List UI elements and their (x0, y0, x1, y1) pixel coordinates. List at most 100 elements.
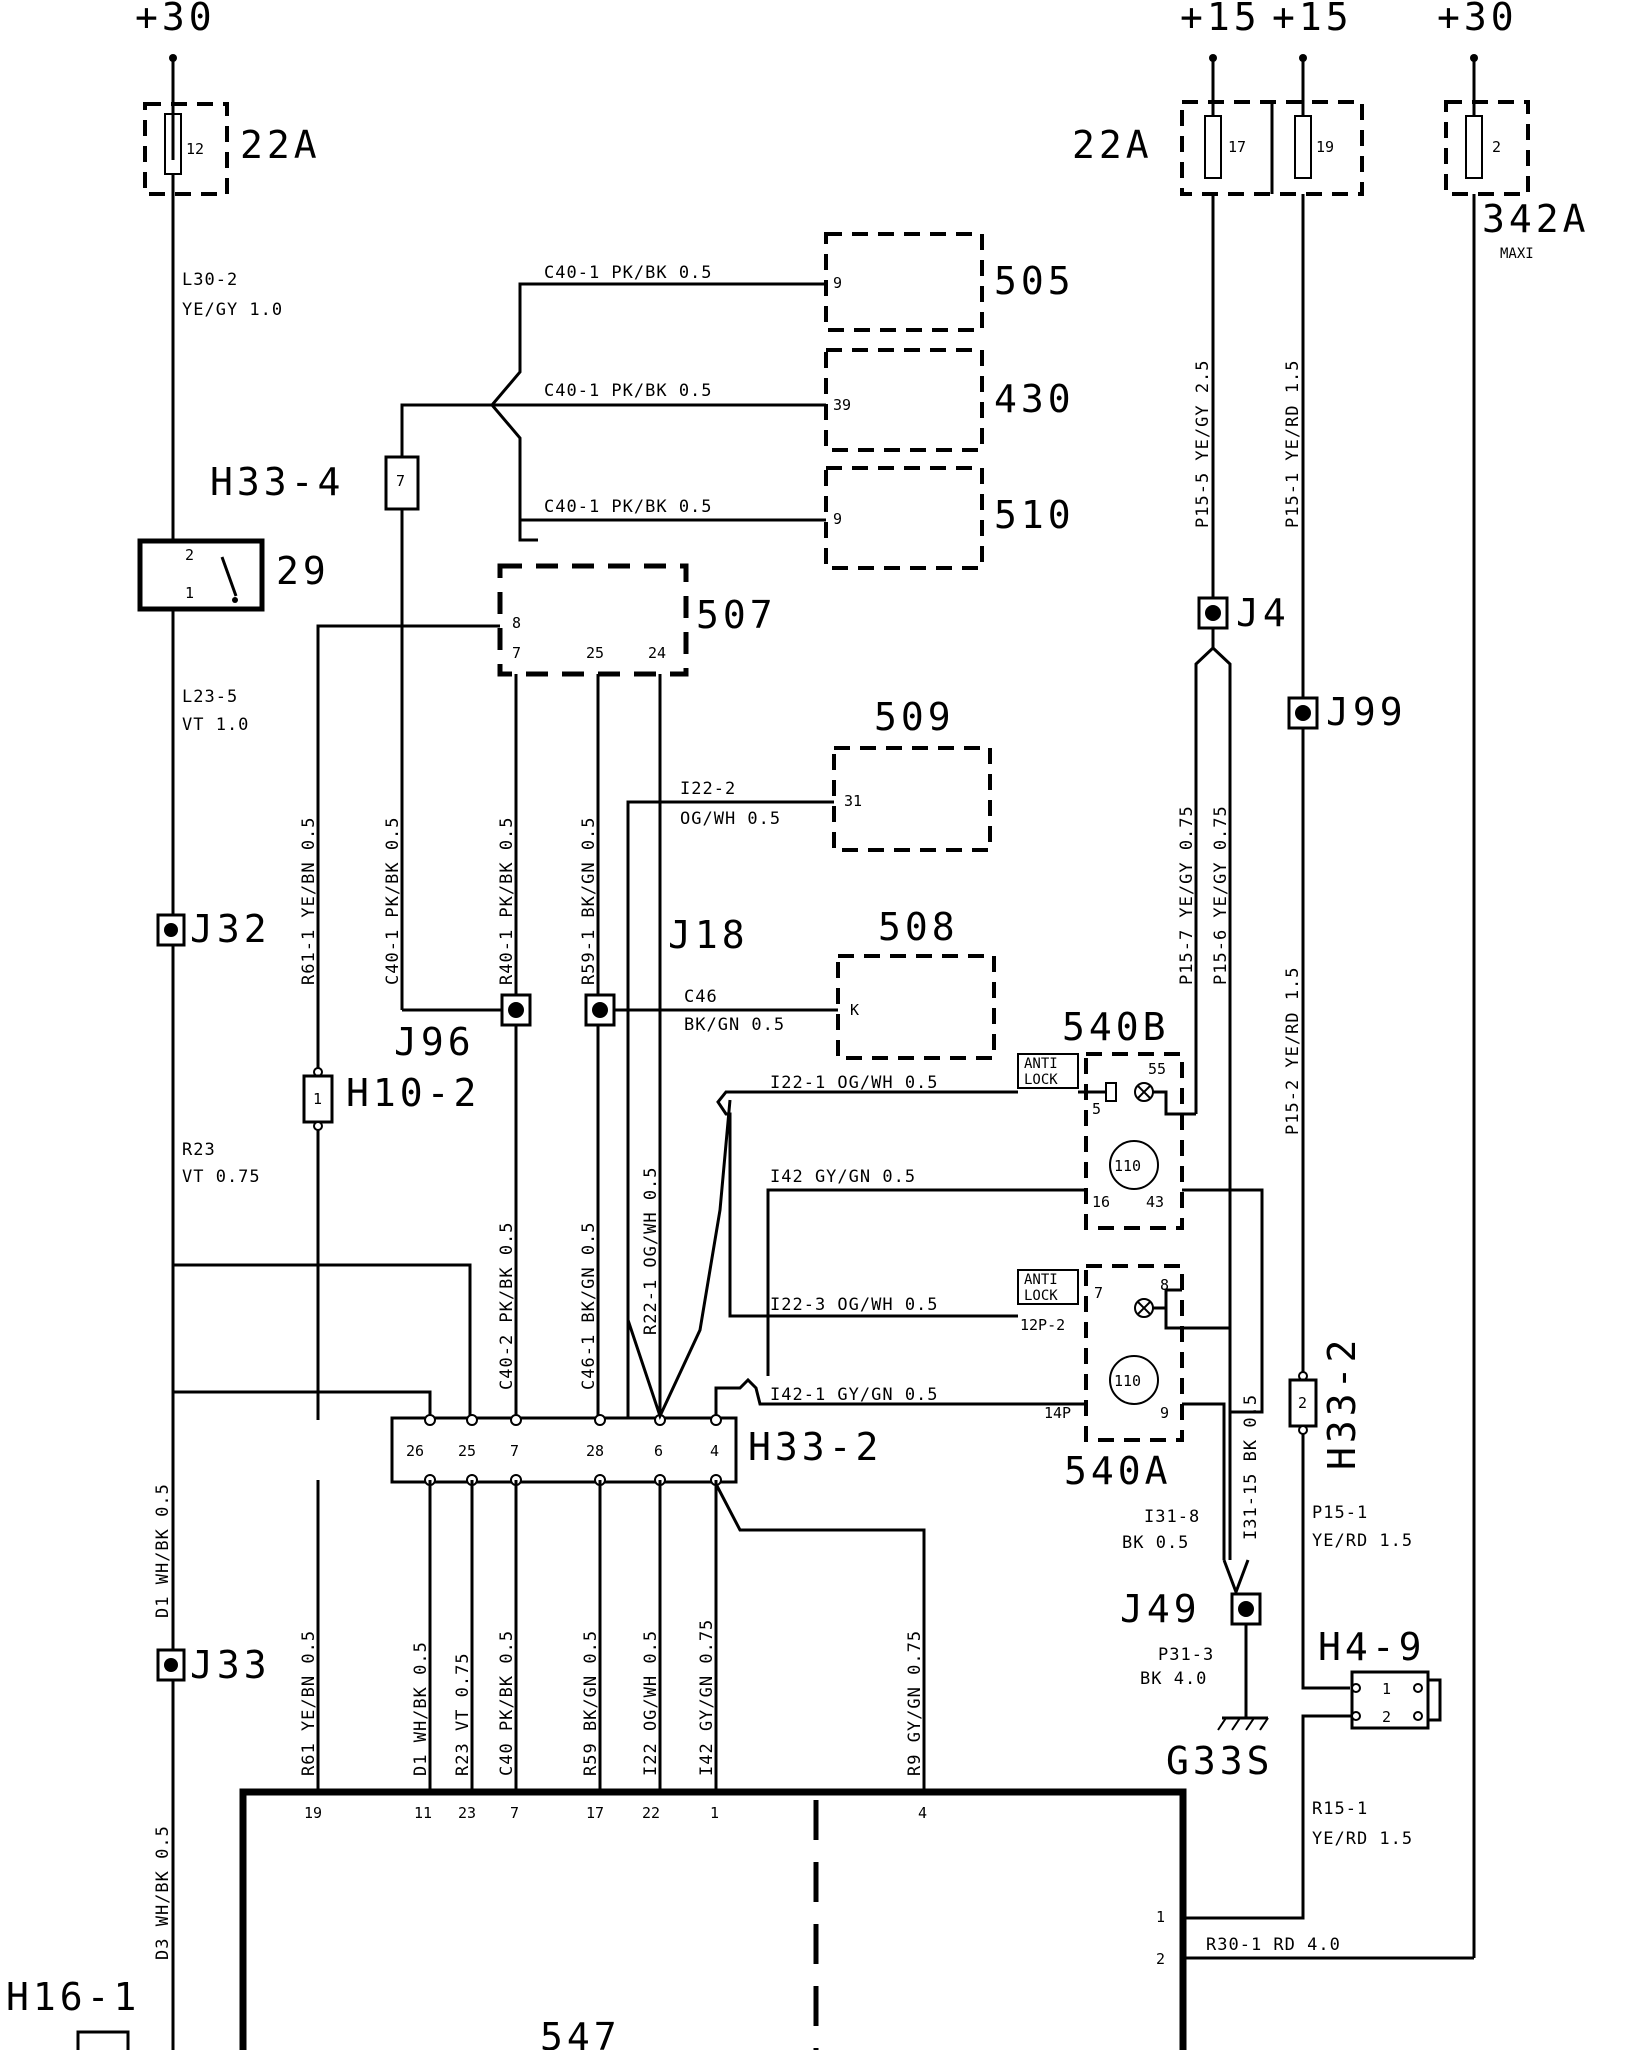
component-547-pin-22: 22 (642, 1804, 660, 1822)
wire-p15-2: P15-2 YE/RD 1.5 (1283, 966, 1303, 1135)
wire-i22-2-spec: OG/WH 0.5 (680, 809, 781, 829)
wire-bottom-i22: I22 OG/WH 0.5 (641, 1630, 661, 1776)
connector-h33-2v-label: H33-2 (1320, 1336, 1364, 1470)
junction-j32: J32 (156, 907, 271, 951)
wire-l30-2: L30-2 (182, 270, 238, 290)
wire-r15-1-spec: YE/RD 1.5 (1312, 1829, 1413, 1849)
component-540b-label: 540B (1062, 1005, 1170, 1049)
component-547-pin-right-2: 2 (1156, 1950, 1165, 1968)
component-547-pin-7: 7 (510, 1804, 519, 1822)
supply-plus30-left: +30 (135, 0, 216, 39)
wire-c40-1-vert: C40-1 PK/BK 0.5 (383, 816, 403, 985)
component-507: 8 7 25 24 507 (497, 563, 777, 677)
junction-j18: J18 (584, 913, 749, 1027)
connector-h16-1: H16-1 (6, 1975, 140, 2050)
connector-h16-1-label: H16-1 (6, 1975, 140, 2019)
component-547-pin-11: 11 (414, 1804, 432, 1822)
component-509-label: 509 (874, 695, 955, 739)
component-540a-pin-9: 9 (1160, 1404, 1169, 1422)
component-547-pin-19: 19 (304, 1804, 322, 1822)
component-505-pin: 9 (833, 274, 842, 292)
component-540a-motor: 110 (1114, 1372, 1141, 1390)
wire-i31-8-spec: BK 0.5 (1122, 1533, 1189, 1553)
connector-h10-2: 1 H10-2 (302, 1067, 476, 1131)
wire-r23-spec: VT 0.75 (182, 1167, 261, 1187)
connector-h4-9-pin-2: 2 (1382, 1708, 1391, 1726)
component-507-label: 507 (696, 593, 777, 637)
wire-r61-1: R61-1 YE/BN 0.5 (299, 816, 319, 985)
wire-p15-6: P15-6 YE/GY 0.75 (1211, 805, 1231, 985)
wire-bottom-r59: R59 BK/GN 0.5 (581, 1630, 601, 1776)
junction-j49-label: J49 (1120, 1587, 1201, 1631)
wire-l23-5: L23-5 (182, 687, 238, 707)
wire-r22-1: R22-1 OG/WH 0.5 (641, 1166, 661, 1335)
component-510-label: 510 (994, 493, 1075, 537)
wire-p15-5: P15-5 YE/GY 2.5 (1193, 359, 1213, 528)
component-540a-lock: LOCK (1024, 1288, 1058, 1304)
fuse-2-sub: MAXI (1500, 246, 1534, 262)
wire-p15-7: P15-7 YE/GY 0.75 (1177, 805, 1197, 985)
junction-j32-label: J32 (190, 907, 271, 951)
junction-j33-label: J33 (190, 1643, 271, 1687)
wire-i42-1: I42-1 GY/GN 0.5 (770, 1385, 939, 1405)
fuse-19-num: 19 (1316, 138, 1334, 156)
component-540b-anti: ANTI (1024, 1056, 1058, 1072)
component-430-label: 430 (994, 377, 1075, 421)
connector-h4-9: H4-9 1 2 (1318, 1625, 1442, 1730)
wire-bottom-r9: R9 GY/GN 0.75 (905, 1630, 925, 1776)
supply-plus30-right: +30 (1437, 0, 1518, 39)
component-507-pin-8: 8 (512, 614, 521, 632)
component-540b-pin-43: 43 (1146, 1193, 1164, 1211)
component-540b-motor: 110 (1114, 1157, 1141, 1175)
fuse-2-num: 2 (1492, 138, 1501, 156)
component-29-pin-2: 2 (185, 546, 194, 564)
component-540a: ANTI LOCK 7 8 12P-2 110 14P 9 540A (1017, 1264, 1184, 1493)
connector-h10-2-pin: 1 (313, 1090, 322, 1108)
fuse-12-label: 22A (240, 123, 321, 167)
component-430: 39 430 (824, 348, 1075, 452)
connector-h33-4-pin: 7 (396, 472, 405, 490)
component-509: 31 509 (832, 695, 992, 852)
component-505-label: 505 (994, 259, 1075, 303)
component-540b-lock: LOCK (1024, 1072, 1058, 1088)
fuse-17-19: 17 19 22A (1072, 54, 1364, 196)
component-508-pin: K (850, 1001, 859, 1019)
junction-j99-label: J99 (1326, 690, 1407, 734)
component-540b-pin-5: 5 (1092, 1100, 1101, 1118)
wire-c40-1-505: C40-1 PK/BK 0.5 (544, 263, 713, 283)
component-547: 19 11 23 7 17 22 1 4 1 2 547 (239, 1788, 1187, 2050)
component-540a-pin-7: 7 (1094, 1284, 1103, 1302)
component-29-pin-1: 1 (185, 584, 194, 602)
connector-h33-4-label: H33-4 (210, 460, 344, 504)
component-540a-anti: ANTI (1024, 1272, 1058, 1288)
wire-p15-1: P15-1 (1312, 1503, 1368, 1523)
wire-bottom-c40: C40 PK/BK 0.5 (497, 1630, 517, 1776)
component-540a-pin-8: 8 (1160, 1276, 1169, 1294)
connector-h33-2: 26 25 7 28 6 4 H33-2 (390, 1414, 878, 1486)
component-510-pin: 9 (833, 510, 842, 528)
junction-j18-label: J18 (668, 913, 749, 957)
component-547-pin-1: 1 (710, 1804, 719, 1822)
component-540a-pin-12p-2: 12P-2 (1020, 1316, 1065, 1334)
fuse-2-label: 342A (1482, 197, 1590, 241)
connector-h33-2-pin-28: 28 (586, 1442, 604, 1460)
wire-r23: R23 (182, 1140, 216, 1160)
component-507-pin-7: 7 (512, 644, 521, 662)
junction-j49: J49 (1120, 1587, 1262, 1631)
wire-r15-1: R15-1 (1312, 1799, 1368, 1819)
component-507-pin-25: 25 (586, 644, 604, 662)
fuse-17-num: 17 (1228, 138, 1246, 156)
component-505: 9 505 (824, 232, 1075, 332)
fuse-12-num: 12 (186, 140, 204, 158)
connector-h33-2-pin-7: 7 (510, 1442, 519, 1460)
wire-r59-1: R59-1 BK/GN 0.5 (579, 816, 599, 985)
wire-d1-top: D1 WH/BK 0.5 (153, 1483, 173, 1618)
wire-bottom-d1: D1 WH/BK 0.5 (411, 1641, 431, 1776)
junction-j33: J33 (156, 1643, 271, 1687)
connector-h33-2-pin-4: 4 (710, 1442, 719, 1460)
wire-i31-8: I31-8 (1144, 1507, 1200, 1527)
component-508-label: 508 (878, 905, 959, 949)
component-547-pin-right-1: 1 (1156, 1908, 1165, 1926)
component-508: K 508 (836, 905, 996, 1060)
